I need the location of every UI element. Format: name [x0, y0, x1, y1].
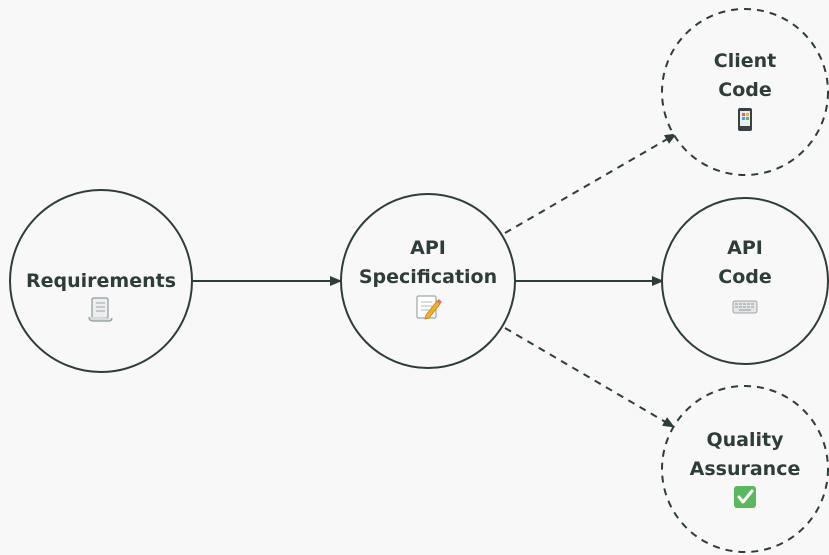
node-api-code-label-line1: API — [727, 237, 763, 259]
node-client-code-label-line1: Client — [714, 50, 776, 72]
edge-api-spec-to-qa — [504, 327, 675, 428]
edge-api-spec-to-client-code — [504, 133, 677, 234]
check-mark-icon — [734, 486, 756, 508]
node-api-spec-label-line1: API — [410, 237, 446, 259]
node-api-spec-label-line2: Specification — [359, 266, 497, 288]
node-qa[interactable]: Quality Assurance — [661, 385, 829, 553]
node-qa-label-line1: Quality — [707, 429, 785, 451]
node-client-code-label-line2: Code — [718, 79, 771, 101]
node-client-code-circle — [661, 8, 829, 176]
edges — [193, 133, 677, 428]
keyboard-icon — [732, 300, 758, 314]
scroll-icon — [88, 297, 113, 322]
node-requirements[interactable]: Requirements — [9, 189, 193, 373]
node-qa-circle — [661, 385, 829, 553]
node-requirements-label: Requirements — [26, 270, 176, 292]
node-api-spec[interactable]: API Specification — [340, 193, 516, 369]
node-api-code-circle — [661, 197, 829, 365]
node-client-code[interactable]: Client Code — [661, 8, 829, 176]
node-api-spec-circle — [340, 193, 516, 369]
node-api-code-label-line2: Code — [718, 266, 771, 288]
mobile-phone-icon — [738, 108, 752, 131]
node-requirements-circle — [9, 189, 193, 373]
node-api-code[interactable]: API Code — [661, 197, 829, 365]
memo-pencil-icon — [416, 295, 442, 320]
node-qa-label-line2: Assurance — [690, 458, 801, 480]
